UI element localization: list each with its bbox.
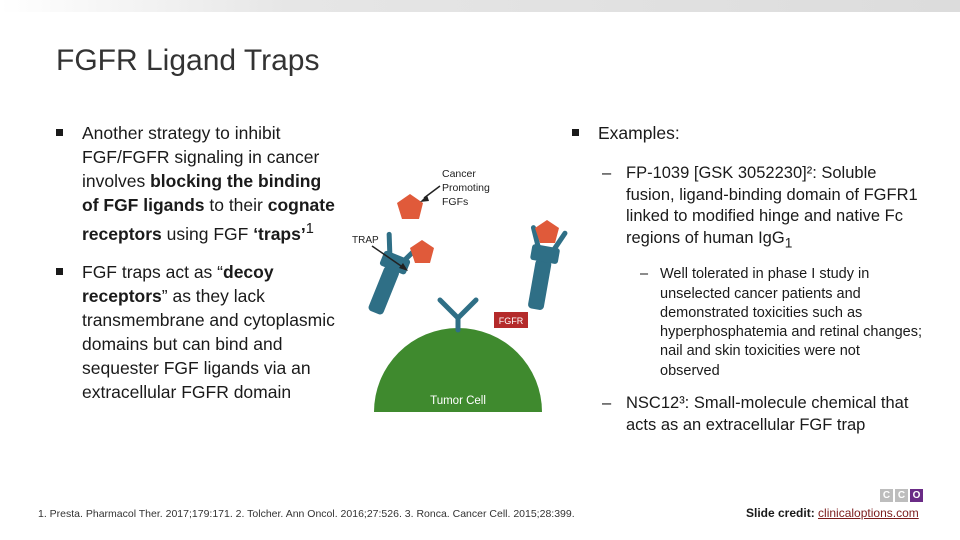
left-bullet-2: FGF traps act as “decoy receptors” as th… <box>56 260 336 404</box>
example-2: – NSC12³: Small-molecule chemical that a… <box>602 393 922 436</box>
example-1-note-text: Well tolerated in phase I study in unsel… <box>660 266 922 379</box>
trap-receptor-left-icon <box>368 231 422 315</box>
cancer-fgfs-line-3: FGFs <box>442 196 468 208</box>
credit-label: Slide credit: <box>746 506 815 520</box>
examples-label: Examples: <box>598 123 680 143</box>
fgfr-label-box <box>494 312 528 328</box>
tumor-cell-shape <box>374 328 542 412</box>
tumor-cell-label: Tumor Cell <box>430 395 486 407</box>
slide-credit: Slide credit: clinicaloptions.com <box>746 506 919 520</box>
fgfr-label: FGFR <box>499 316 524 326</box>
bullet-square-icon <box>56 129 63 136</box>
dash-marker: – <box>640 266 649 283</box>
cancer-fgfs-line-2: Promoting <box>442 182 490 194</box>
examples-bullet: Examples: <box>572 121 922 145</box>
example-1-text: FP-1039 [GSK 3052230]²: Soluble fusion, … <box>626 164 918 247</box>
fgf-ligand-bound-left-icon <box>410 240 434 263</box>
left-bullet-2-text: FGF traps act as “decoy receptors” as th… <box>82 261 335 402</box>
example-1-note: – Well tolerated in phase I study in uns… <box>640 265 922 381</box>
logo-letter-c2: C <box>895 489 908 502</box>
fgf-ligand-free-icon <box>397 194 423 219</box>
trap-label: TRAP <box>352 235 379 246</box>
trap-arrowhead <box>399 263 408 271</box>
fgf-trap-diagram: Tumor Cell FGFR Cancer Promoting FGFs TR… <box>352 168 568 412</box>
example-1-subscript: 1 <box>784 234 793 250</box>
bullet-square-icon <box>572 129 579 136</box>
left-column: Another strategy to inhibit FGF/FGFR sig… <box>56 121 336 418</box>
credit-link[interactable]: clinicaloptions.com <box>818 506 919 520</box>
bullet-square-icon <box>56 267 63 275</box>
top-bar <box>0 0 960 12</box>
fgf-ligand-bound-right-icon <box>535 220 559 243</box>
logo-letter-c1: C <box>880 489 893 502</box>
left-bullet-1-text: Another strategy to inhibit FGF/FGFR sig… <box>82 123 335 244</box>
ligand-arrowhead <box>420 195 429 202</box>
right-column: Examples: – FP-1039 [GSK 3052230]²: Solu… <box>572 121 922 448</box>
slide-title: FGFR Ligand Traps <box>56 44 320 77</box>
trap-receptor-right-icon <box>528 225 568 310</box>
logo-letter-o: O <box>910 489 923 502</box>
dash-marker: – <box>602 164 612 182</box>
cancer-fgfs-line-1: Cancer <box>442 168 476 180</box>
references: 1. Presta. Pharmacol Ther. 2017;179:171.… <box>38 508 575 520</box>
cco-logo: C C O <box>880 489 923 502</box>
cancer-fgfs-label: Cancer Promoting FGFs <box>442 168 493 208</box>
dash-marker: – <box>602 394 612 413</box>
example-1: – FP-1039 [GSK 3052230]²: Soluble fusion… <box>602 163 922 253</box>
trap-pointer-arrow <box>371 245 405 269</box>
example-2-text: NSC12³: Small-molecule chemical that act… <box>626 394 909 434</box>
fgfr-receptor-icon <box>437 297 479 333</box>
left-bullet-1: Another strategy to inhibit FGF/FGFR sig… <box>56 121 336 246</box>
